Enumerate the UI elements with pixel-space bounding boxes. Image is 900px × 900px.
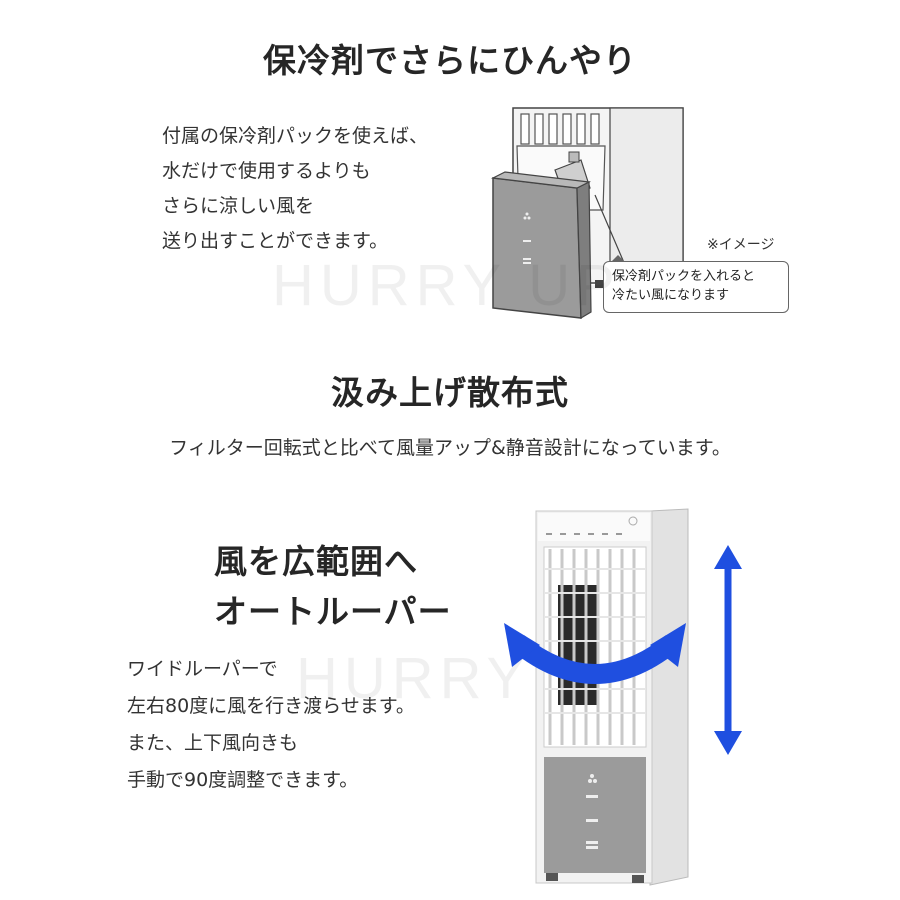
section1-line: 水だけで使用するよりも [162, 160, 371, 182]
section2-title: 汲み上げ散布式 [331, 373, 569, 412]
ice-pack-illustration [490, 107, 684, 320]
section3-title: 風を広範囲へ オートルーパー [214, 537, 452, 637]
callout-line: 冷たい風になります [612, 288, 730, 303]
section2-description: フィルター回転式と比べて風量アップ&静音設計になっています。 [169, 437, 731, 459]
section3-title-line: 風を広範囲へ [214, 542, 418, 581]
watermark-top: HURRY UP [272, 253, 621, 318]
section1-title: 保冷剤でさらにひんやり [263, 41, 637, 80]
callout-line: 保冷剤パックを入れると [612, 269, 756, 284]
section3-line: ワイドルーパーで [127, 658, 278, 680]
section1-description: 付属の保冷剤パックを使えば、 水だけで使用するよりも さらに涼しい風を 送り出す… [162, 119, 428, 259]
callout-tail [610, 255, 626, 263]
section3-line: 手動で90度調整できます。 [127, 769, 359, 791]
section1-line: 付属の保冷剤パックを使えば、 [162, 125, 429, 147]
tower-cooler-image [504, 508, 742, 886]
section1-line: 送り出すことができます。 [162, 230, 389, 252]
section3-title-line: オートルーパー [214, 592, 452, 631]
section3-description: ワイドルーパーで 左右80度に風を行き渡らせます。 また、上下風向きも 手動で9… [127, 651, 415, 799]
ice-pack-callout: 保冷剤パックを入れると 冷たい風になります [603, 261, 789, 313]
section1-line: さらに涼しい風を [162, 195, 315, 217]
section3-line: また、上下風向きも [127, 732, 299, 754]
section3-line: 左右80度に風を行き渡らせます。 [127, 695, 415, 717]
image-note: ※イメージ [707, 237, 775, 253]
